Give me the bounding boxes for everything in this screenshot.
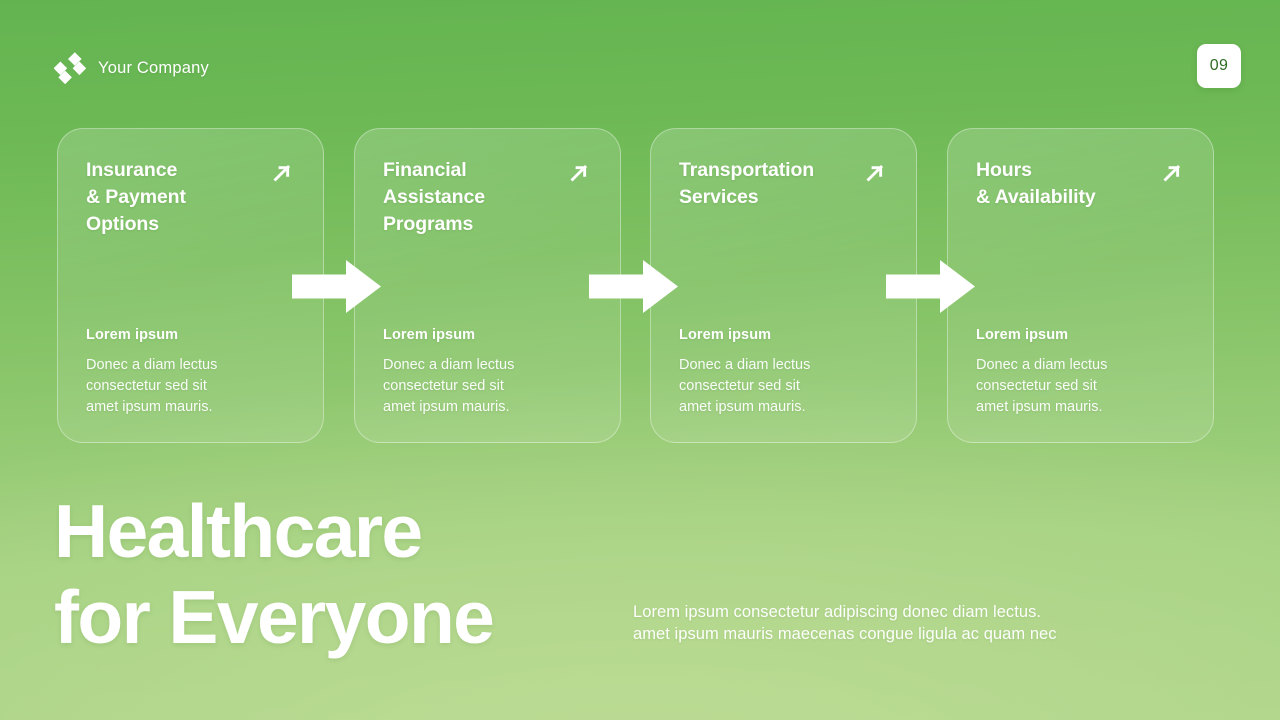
card-description: Donec a diam lectus consectetur sed sit … <box>86 357 218 415</box>
arrow-up-right-icon[interactable] <box>269 160 295 186</box>
card-subtitle: Lorem ipsum <box>976 327 1069 343</box>
slide-lead-paragraph: Lorem ipsum consectetur adipiscing donec… <box>633 603 1057 643</box>
arrow-right-icon <box>589 258 679 315</box>
arrow-up-right-icon[interactable] <box>1159 160 1185 186</box>
arrow-right-icon <box>886 258 976 315</box>
card-body: Lorem ipsum Donec a diam lectus consecte… <box>976 327 1187 418</box>
card-subtitle: Lorem ipsum <box>383 327 476 343</box>
feature-card[interactable]: Insurance & Payment Options Lorem ipsum … <box>57 128 324 443</box>
card-title: Insurance & Payment Options <box>86 159 186 235</box>
card-body: Lorem ipsum Donec a diam lectus consecte… <box>679 327 890 418</box>
card-title: Financial Assistance Programs <box>383 159 485 235</box>
card-header: Financial Assistance Programs <box>383 157 594 238</box>
card-description: Donec a diam lectus consectetur sed sit … <box>679 357 811 415</box>
card-subtitle: Lorem ipsum <box>679 327 772 343</box>
feature-card[interactable]: Hours & Availability Lorem ipsum Donec a… <box>947 128 1214 443</box>
arrow-up-right-icon[interactable] <box>862 160 888 186</box>
slide-headline: Healthcare for Everyone <box>54 489 495 659</box>
card-body: Lorem ipsum Donec a diam lectus consecte… <box>86 327 297 418</box>
card-header: Transportation Services <box>679 157 890 211</box>
card-description: Donec a diam lectus consectetur sed sit … <box>383 357 515 415</box>
card-header: Hours & Availability <box>976 157 1187 211</box>
card-body: Lorem ipsum Donec a diam lectus consecte… <box>383 327 594 418</box>
arrow-right-icon <box>292 258 382 315</box>
card-subtitle: Lorem ipsum <box>86 327 179 343</box>
page-number-text: 09 <box>1209 57 1229 74</box>
slide-header: Your Company 09 <box>0 0 1280 136</box>
feature-card[interactable]: Transportation Services Lorem ipsum Done… <box>650 128 917 443</box>
card-description: Donec a diam lectus consectetur sed sit … <box>976 357 1108 415</box>
card-header: Insurance & Payment Options <box>86 157 297 238</box>
page-number-badge: 09 <box>1197 44 1241 88</box>
brand-name: Your Company <box>98 58 209 77</box>
feature-card[interactable]: Financial Assistance Programs Lorem ipsu… <box>354 128 621 443</box>
brand-lockup[interactable]: Your Company <box>53 52 209 85</box>
card-title: Hours & Availability <box>976 159 1096 208</box>
card-title: Transportation Services <box>679 159 815 208</box>
diamond-cluster-logo-icon <box>53 52 87 85</box>
arrow-up-right-icon[interactable] <box>566 160 592 186</box>
feature-card-row: Insurance & Payment Options Lorem ipsum … <box>57 128 1224 443</box>
